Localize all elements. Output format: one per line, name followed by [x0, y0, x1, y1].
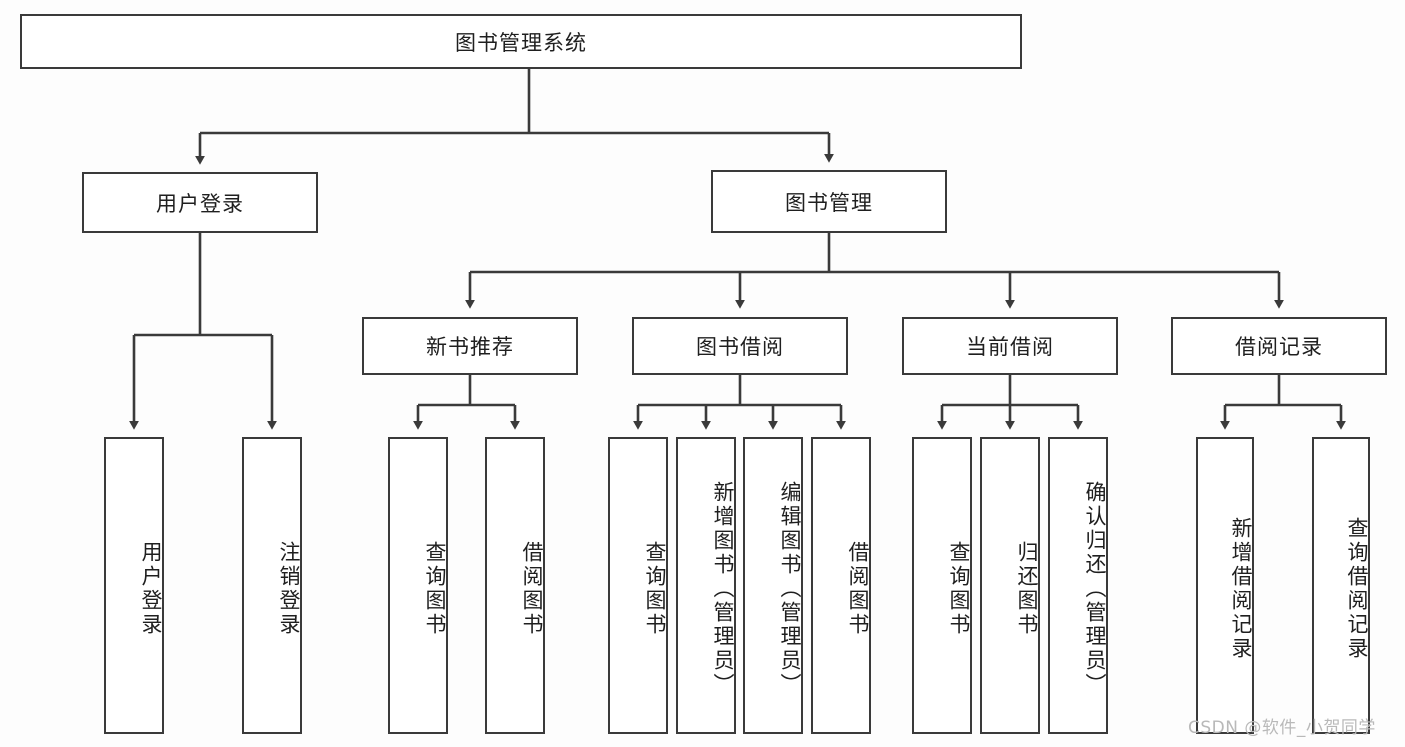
- node-root-system[interactable]: 图书管理系统: [20, 14, 1022, 69]
- node-label: 用户登录: [156, 191, 244, 216]
- leaf-current-confirm-return[interactable]: 确认归还（管理员）: [1048, 437, 1108, 734]
- leaf-borrow-query-book[interactable]: 查询图书: [608, 437, 668, 734]
- node-label: 归还图书: [1015, 540, 1039, 637]
- node-label: 借阅图书: [520, 540, 544, 637]
- node-label: 查询借阅记录: [1345, 516, 1369, 661]
- leaf-current-return-book[interactable]: 归还图书: [980, 437, 1040, 734]
- leaf-new-book-borrow[interactable]: 借阅图书: [485, 437, 545, 734]
- node-label: 图书管理: [785, 190, 873, 215]
- node-label: 新增图书（管理员）: [711, 480, 735, 697]
- node-current-borrow[interactable]: 当前借阅: [902, 317, 1118, 375]
- leaf-record-add[interactable]: 新增借阅记录: [1196, 437, 1254, 734]
- node-label: 当前借阅: [966, 335, 1054, 359]
- watermark: CSDN @软件_小贺同学: [1188, 718, 1376, 738]
- node-label: 确认归还（管理员）: [1083, 480, 1107, 697]
- node-label: 注销登录: [277, 540, 301, 637]
- node-label: 借阅记录: [1235, 335, 1323, 359]
- node-label: 编辑图书（管理员）: [778, 480, 802, 697]
- node-new-book-recommend[interactable]: 新书推荐: [362, 317, 578, 375]
- node-label: 图书管理系统: [455, 30, 587, 55]
- node-label: 借阅图书: [846, 540, 870, 637]
- node-borrow-record[interactable]: 借阅记录: [1171, 317, 1387, 375]
- node-label: 新书推荐: [426, 335, 514, 359]
- leaf-new-book-query[interactable]: 查询图书: [388, 437, 448, 734]
- node-book-management[interactable]: 图书管理: [711, 170, 947, 233]
- node-user-login[interactable]: 用户登录: [82, 172, 318, 233]
- leaf-borrow-edit-book[interactable]: 编辑图书（管理员）: [743, 437, 803, 734]
- node-label: 图书借阅: [696, 335, 784, 359]
- node-label: 新增借阅记录: [1229, 516, 1253, 661]
- leaf-current-query-book[interactable]: 查询图书: [912, 437, 972, 734]
- node-book-borrow[interactable]: 图书借阅: [632, 317, 848, 375]
- leaf-borrow-borrow-book[interactable]: 借阅图书: [811, 437, 871, 734]
- node-label: 查询图书: [643, 540, 667, 637]
- node-label: 查询图书: [423, 540, 447, 637]
- leaf-user-login-logout[interactable]: 注销登录: [242, 437, 302, 734]
- leaf-user-login-login[interactable]: 用户登录: [104, 437, 164, 734]
- leaf-record-query[interactable]: 查询借阅记录: [1312, 437, 1370, 734]
- node-label: 查询图书: [947, 540, 971, 637]
- node-label: 用户登录: [139, 540, 163, 637]
- leaf-borrow-add-book[interactable]: 新增图书（管理员）: [676, 437, 736, 734]
